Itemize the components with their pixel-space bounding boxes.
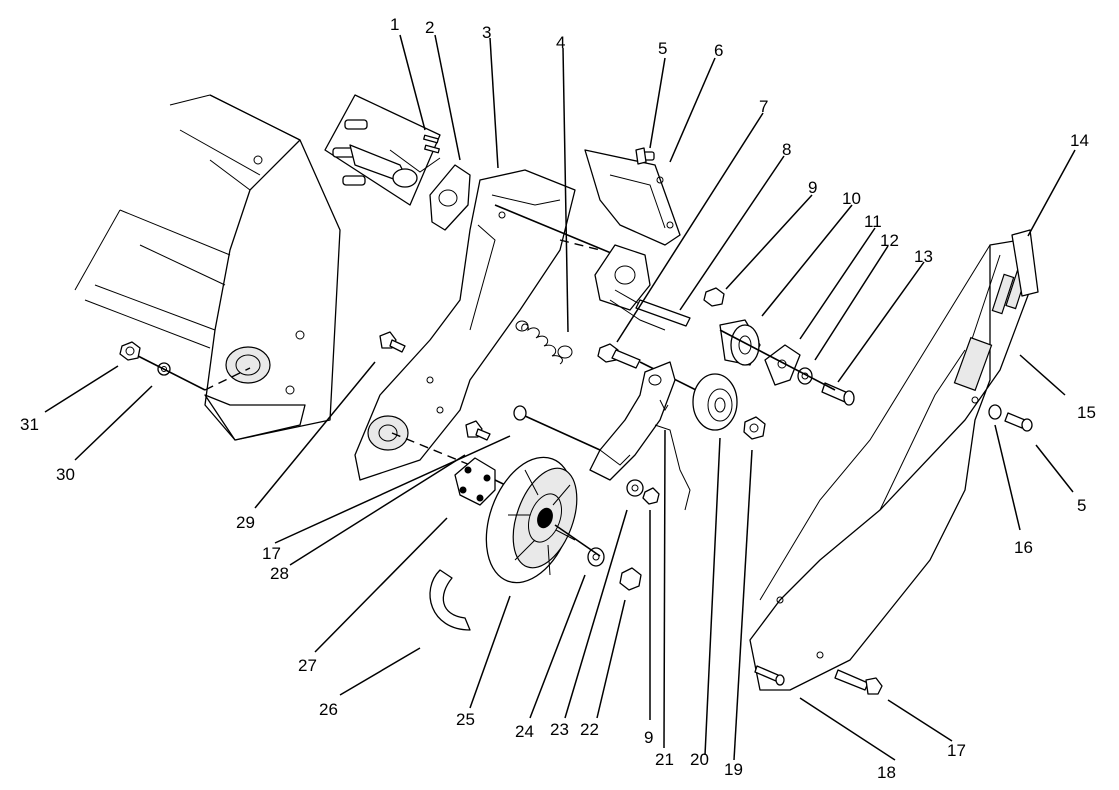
callout-12: 12 bbox=[880, 231, 899, 250]
belt-26 bbox=[429, 569, 471, 631]
bracket-6 bbox=[584, 149, 681, 246]
washer-12 bbox=[797, 367, 813, 385]
callout-3: 3 bbox=[482, 23, 491, 42]
axis-line-left bbox=[137, 355, 206, 391]
bolt-29 bbox=[379, 331, 406, 353]
bolt-17-upper bbox=[465, 420, 491, 441]
washer-23 bbox=[626, 479, 644, 497]
nut-19 bbox=[743, 416, 766, 440]
callout-2: 2 bbox=[425, 18, 434, 37]
bearing-housing bbox=[594, 244, 666, 331]
callout-17-left: 17 bbox=[262, 544, 281, 563]
axis-pulley bbox=[554, 524, 601, 557]
bolt-5-right bbox=[1004, 412, 1033, 432]
shaft-8 bbox=[635, 299, 691, 327]
hub-28 bbox=[454, 457, 496, 506]
callout-25: 25 bbox=[456, 710, 475, 729]
plate-11 bbox=[764, 344, 801, 386]
callout-28: 28 bbox=[270, 564, 289, 583]
label-14 bbox=[1011, 229, 1039, 297]
callout-9-top: 9 bbox=[808, 178, 817, 197]
callout-13: 13 bbox=[914, 247, 933, 266]
nut-22 bbox=[619, 567, 642, 591]
auger-housing bbox=[74, 94, 341, 441]
callout-10: 10 bbox=[842, 189, 861, 208]
callout-14: 14 bbox=[1070, 131, 1089, 150]
washer-24 bbox=[587, 547, 605, 567]
callout-7: 7 bbox=[759, 97, 768, 116]
callout-6: 6 bbox=[714, 41, 723, 60]
callout-29: 29 bbox=[236, 513, 255, 532]
callout-21: 21 bbox=[655, 750, 674, 769]
callout-15: 15 bbox=[1077, 403, 1096, 422]
callout-24: 24 bbox=[515, 722, 534, 741]
callout-4: 4 bbox=[556, 33, 565, 52]
idler-arm-21 bbox=[589, 361, 691, 511]
callout-27: 27 bbox=[298, 656, 317, 675]
bolt-5-top bbox=[635, 147, 655, 165]
callout-23: 23 bbox=[550, 720, 569, 739]
callout-17-right: 17 bbox=[947, 741, 966, 760]
pin-bracket-assembly bbox=[324, 94, 441, 206]
flange-2 bbox=[429, 164, 471, 231]
frame-plate-3 bbox=[354, 169, 576, 481]
callout-26: 26 bbox=[319, 700, 338, 719]
axis-right-stack bbox=[719, 329, 836, 391]
callout-18: 18 bbox=[877, 763, 896, 782]
callout-9-lower: 9 bbox=[644, 728, 653, 747]
spring-4 bbox=[515, 320, 573, 365]
callout-31: 31 bbox=[20, 415, 39, 434]
bearing-10 bbox=[719, 319, 761, 366]
callout-11: 11 bbox=[864, 212, 882, 231]
axis-dash-housing bbox=[204, 367, 251, 391]
washer-16 bbox=[988, 404, 1002, 420]
idler-pulley-20 bbox=[692, 373, 738, 431]
callout-5-right: 5 bbox=[1077, 496, 1086, 515]
callout-19: 19 bbox=[724, 760, 743, 779]
callout-5-top: 5 bbox=[658, 39, 667, 58]
bolt-13 bbox=[821, 382, 855, 406]
belt-cover-15 bbox=[749, 239, 1031, 691]
nut-31 bbox=[119, 341, 141, 361]
drive-pulley-25 bbox=[485, 456, 578, 584]
callout-8: 8 bbox=[782, 140, 791, 159]
nut-9-lower bbox=[642, 487, 660, 505]
leader-lines bbox=[44, 34, 1076, 761]
callout-labels: 1 2 3 4 5 6 7 8 9 10 11 12 13 14 15 16 5… bbox=[20, 15, 1096, 782]
washer-upper-17 bbox=[513, 405, 527, 421]
callout-22: 22 bbox=[580, 720, 599, 739]
screw-18 bbox=[754, 665, 785, 686]
axis-washer bbox=[524, 415, 601, 451]
callout-20: 20 bbox=[690, 750, 709, 769]
callout-16: 16 bbox=[1014, 538, 1033, 557]
callout-30: 30 bbox=[56, 465, 75, 484]
bolt-7 bbox=[597, 343, 641, 369]
nut-9-top bbox=[703, 287, 725, 307]
callout-1: 1 bbox=[390, 15, 399, 34]
bolt-17-lower bbox=[834, 669, 883, 695]
